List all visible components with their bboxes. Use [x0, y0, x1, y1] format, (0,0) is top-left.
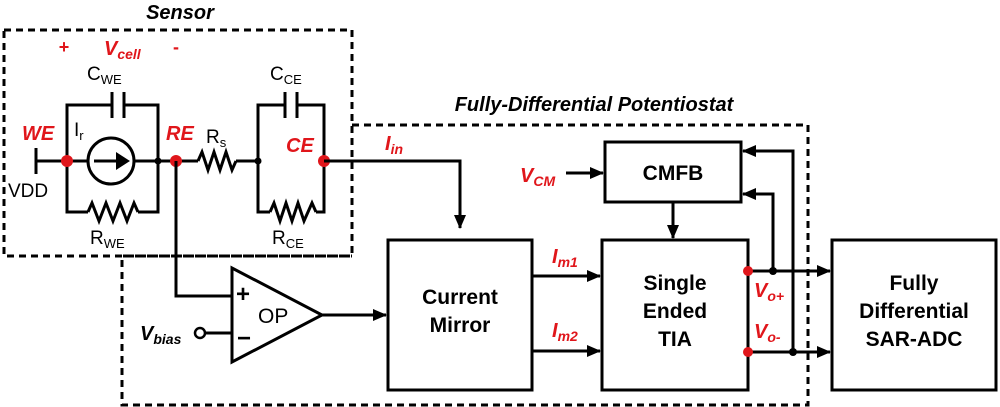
tia-block: [600, 238, 750, 392]
rce-resistor: [268, 198, 318, 226]
adc-label-2: Differential: [859, 300, 969, 323]
vbias-label: Vbias: [140, 323, 182, 347]
rce-label: RCE: [272, 228, 304, 251]
vo-minus-node: [743, 347, 753, 357]
we-node: [61, 155, 73, 167]
sensor-title: Sensor: [146, 2, 215, 24]
cce-label: CCE: [270, 64, 302, 87]
vcell-plus-sign: +: [59, 37, 70, 57]
rs-resistor: [196, 147, 238, 175]
current-mirror-label-2: Mirror: [430, 314, 491, 337]
we-label: WE: [22, 123, 55, 145]
tia-label-1: Single: [643, 272, 706, 295]
sar-adc-block: [830, 238, 998, 392]
re-label: RE: [166, 123, 194, 145]
vcell-label: Vcell: [104, 38, 142, 62]
re-to-opamp-wire: [174, 161, 232, 298]
ce-label: CE: [286, 135, 314, 157]
current-mirror-label-1: Current: [422, 286, 498, 309]
vo-minus-feedback-wire: [742, 145, 795, 352]
vbias-terminal: [193, 326, 207, 340]
adc-label-1: Fully: [889, 272, 938, 295]
ir-label: Ir: [74, 120, 84, 143]
cwe-label: CWE: [87, 64, 122, 87]
potentiostat-title: Fully-Differential Potentiostat: [455, 94, 735, 116]
vcm-label: VCM: [520, 165, 555, 189]
adc-label-3: SAR-ADC: [866, 328, 963, 351]
im1-label: Im1: [552, 246, 578, 270]
wire-rwe: [65, 161, 160, 214]
vo-plus-feedback-wire: [742, 188, 775, 271]
current-mirror-block: [386, 238, 534, 392]
wire-cwe: [65, 103, 160, 161]
potentiostat-boundary: [120, 123, 810, 407]
vcell-minus-sign: -: [173, 37, 179, 57]
vo-plus-label: Vo+: [754, 280, 784, 304]
wire-rce: [256, 161, 326, 214]
opamp-triangle: [230, 265, 326, 365]
im2-label: Im2: [552, 320, 578, 344]
iin-wire: [324, 159, 466, 229]
iin-label: Iin: [385, 133, 403, 157]
opamp-minus: −: [237, 325, 251, 352]
tia-label-3: TIA: [658, 328, 692, 351]
wire-cce: [256, 103, 326, 161]
rwe-resistor: [86, 198, 140, 226]
vo-plus-node: [743, 266, 753, 276]
opamp-label: OP: [258, 305, 288, 328]
opamp-plus: +: [236, 281, 250, 308]
vdd-label: VDD: [8, 181, 48, 202]
tia-label-2: Ended: [643, 300, 707, 323]
cmfb-label: CMFB: [643, 162, 704, 185]
vo-minus-label: Vo-: [754, 321, 781, 345]
rwe-label: RWE: [90, 228, 125, 251]
rs-label: Rs: [206, 127, 227, 150]
